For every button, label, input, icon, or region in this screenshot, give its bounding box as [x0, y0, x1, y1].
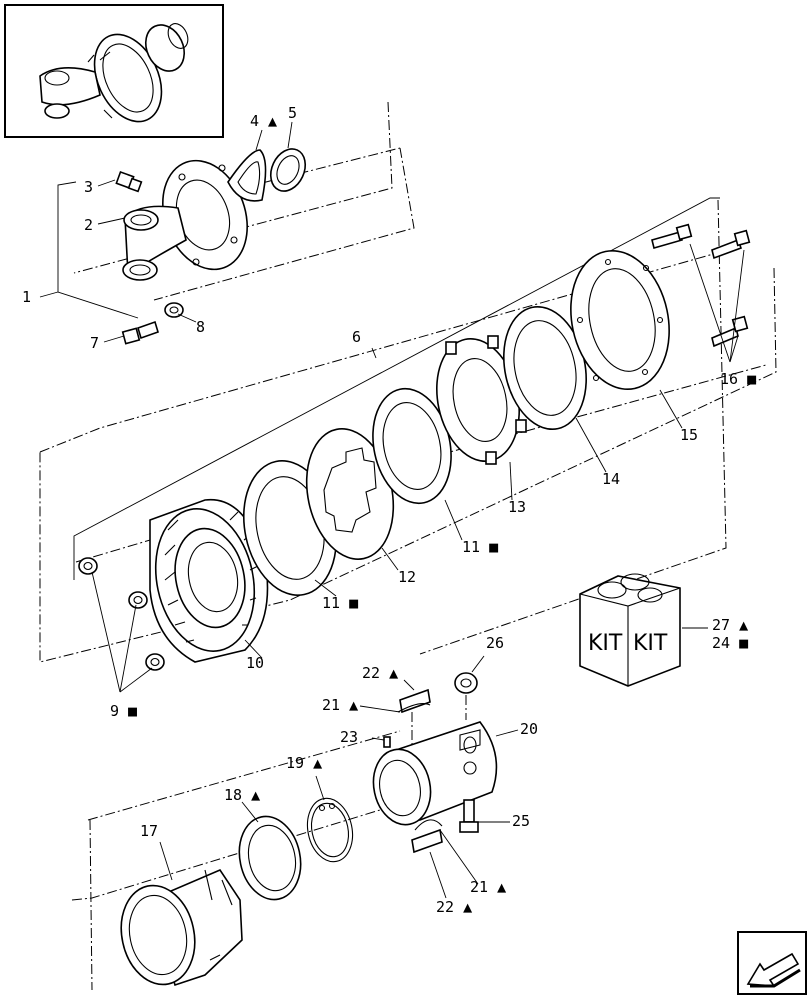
- callout-10: 10: [246, 654, 264, 672]
- callout-23: 23: [340, 728, 358, 746]
- key-22-bottom: [411, 828, 443, 854]
- callout-19: 19 ▲: [286, 754, 322, 772]
- kit-label-left: KIT: [588, 631, 623, 656]
- grease-fitting: [115, 170, 143, 193]
- callout-27: 27 ▲: [712, 616, 748, 634]
- callout-13: 13: [508, 498, 526, 516]
- friction-disc-14: [503, 305, 587, 431]
- friction-disc-11b: [372, 387, 452, 505]
- back-arrow-icon[interactable]: [737, 931, 807, 995]
- callout-12: 12: [398, 568, 416, 586]
- key-22-top: [399, 688, 431, 714]
- pressure-plate-15: [570, 250, 670, 390]
- toothed-disc-13: [436, 335, 527, 465]
- callout-7: 7: [90, 334, 99, 352]
- nut-26: [454, 672, 478, 694]
- callout-22-b: 22 ▲: [436, 898, 472, 916]
- hub-17: [120, 869, 243, 987]
- callout-1: 1: [22, 288, 31, 306]
- callout-8: 8: [196, 318, 205, 336]
- nut-8: [164, 302, 184, 318]
- key-21-top: [397, 703, 431, 713]
- callout-14: 14: [602, 470, 620, 488]
- clutch-housing: [149, 498, 269, 663]
- callout-20: 20: [520, 720, 538, 738]
- kit-box-icon: [579, 573, 681, 687]
- pin-23: [383, 736, 391, 748]
- bolt-7: [121, 320, 159, 345]
- callout-3: 3: [84, 178, 93, 196]
- ball-ring: [269, 148, 307, 192]
- ring-18: [238, 815, 302, 901]
- callout-11-a: 11 ■: [322, 594, 358, 612]
- nut-9-b: [128, 591, 148, 609]
- nut-9-a: [78, 557, 98, 575]
- bolt-16-b: [711, 229, 751, 260]
- leader-lines: [91, 121, 745, 899]
- callout-26: 26: [486, 634, 504, 652]
- bolt-16-c: [711, 315, 749, 348]
- callout-18: 18 ▲: [224, 786, 260, 804]
- callout-5: 5: [288, 104, 297, 122]
- callout-16: 16 ■: [720, 370, 756, 388]
- kit-label-right: KIT: [633, 631, 668, 656]
- callout-22-a: 22 ▲: [362, 664, 398, 682]
- callout-21-b: 21 ▲: [470, 878, 506, 896]
- callout-2: 2: [84, 216, 93, 234]
- part-1-bracket: [39, 181, 139, 319]
- woodruff-key: [227, 149, 267, 202]
- sleeve-20: [372, 721, 498, 826]
- callout-24: 24 ■: [712, 634, 748, 652]
- callout-21-a: 21 ▲: [322, 696, 358, 714]
- part-6-bracket: [73, 197, 720, 580]
- snap-ring-19: [306, 797, 354, 863]
- callout-9: 9 ■: [110, 702, 137, 720]
- callout-25: 25: [512, 812, 530, 830]
- callout-4: 4 ▲: [250, 112, 277, 130]
- key-21-bottom: [414, 819, 443, 831]
- callout-17: 17: [140, 822, 158, 840]
- bolt-25: [459, 799, 479, 833]
- yoke-flange: [122, 159, 248, 281]
- nut-9-c: [145, 653, 165, 671]
- callout-6: 6: [352, 328, 361, 346]
- intermediate-disc-12: [305, 428, 395, 560]
- bolt-16-a: [651, 223, 693, 249]
- assembly-thumbnail-icon[interactable]: [4, 4, 224, 138]
- callout-15: 15: [680, 426, 698, 444]
- callout-11-b: 11 ■: [462, 538, 498, 556]
